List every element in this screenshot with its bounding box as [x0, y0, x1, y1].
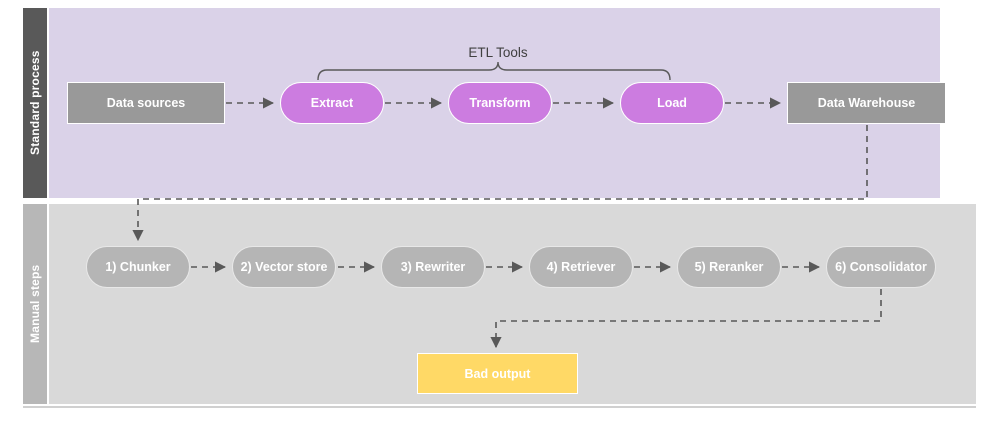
node-rewriter[interactable]: 3) Rewriter [381, 246, 485, 288]
lane-label-standard-process: Standard process [23, 8, 47, 198]
node-load[interactable]: Load [620, 82, 724, 124]
lane-label-manual-steps: Manual steps [23, 204, 47, 404]
node-extract[interactable]: Extract [280, 82, 384, 124]
node-vector-store[interactable]: 2) Vector store [232, 246, 336, 288]
node-reranker[interactable]: 5) Reranker [677, 246, 781, 288]
node-data-warehouse[interactable]: Data Warehouse [787, 82, 946, 124]
node-retriever[interactable]: 4) Retriever [529, 246, 633, 288]
bottom-divider [23, 406, 976, 408]
node-data-sources[interactable]: Data sources [67, 82, 225, 124]
node-consolidator[interactable]: 6) Consolidator [826, 246, 936, 288]
node-bad-output[interactable]: Bad output [417, 353, 578, 394]
node-transform[interactable]: Transform [448, 82, 552, 124]
node-chunker[interactable]: 1) Chunker [86, 246, 190, 288]
etl-tools-label: ETL Tools [468, 45, 528, 60]
